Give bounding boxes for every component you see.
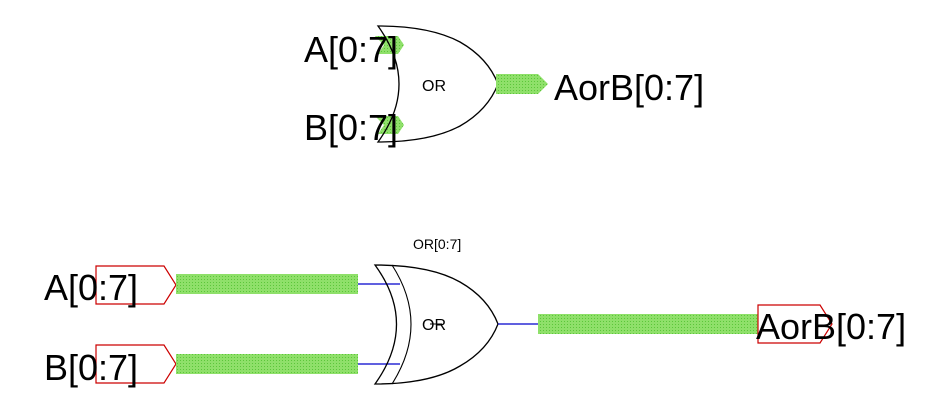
bottom-gate-type-label: OR <box>422 317 446 334</box>
bottom-input-a-port[interactable]: A[0:7] <box>44 265 177 308</box>
bottom-output-port[interactable]: AorB[0:7] <box>756 304 906 347</box>
bottom-or-gate-body <box>373 264 499 385</box>
top-input-b-bus <box>375 116 404 134</box>
bottom-instance-label: OR[0:7] <box>413 236 461 252</box>
bottom-input-a-label: A[0:7] <box>44 267 138 308</box>
top-gate-type-label: OR <box>422 78 446 95</box>
top-or-gate-symbol[interactable] <box>375 25 548 143</box>
bottom-or-gate-symbol[interactable]: OR <box>373 264 499 385</box>
top-output-label: AorB[0:7] <box>554 67 704 108</box>
bottom-input-b-label: B[0:7] <box>44 347 138 388</box>
bottom-output-bus <box>538 314 758 334</box>
top-input-a-label: A[0:7] <box>304 29 398 70</box>
bottom-input-b-port[interactable]: B[0:7] <box>44 344 177 388</box>
bottom-output-label: AorB[0:7] <box>756 306 906 347</box>
top-output-bus <box>496 74 548 94</box>
bottom-or-gate-inner-curve <box>391 264 412 385</box>
bottom-input-a-bus <box>176 274 358 294</box>
bottom-input-b-port-outline <box>95 344 177 384</box>
bottom-output-port-outline <box>757 304 833 344</box>
top-input-b-label: B[0:7] <box>304 107 398 148</box>
bottom-input-a-port-outline <box>95 265 177 305</box>
bottom-input-b-bus <box>176 354 358 374</box>
top-or-gate-body <box>376 25 499 143</box>
